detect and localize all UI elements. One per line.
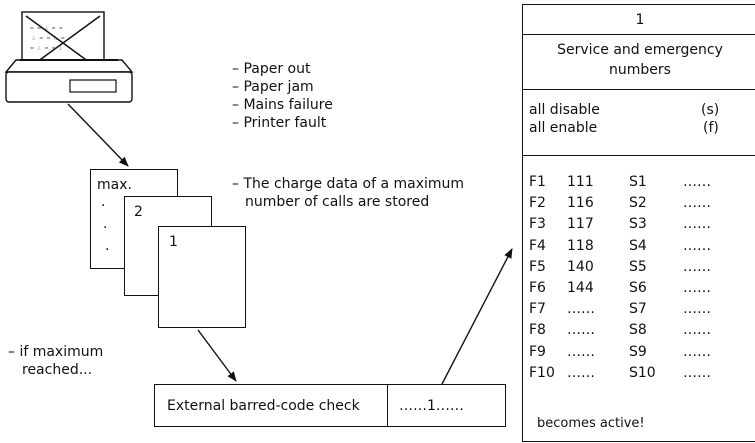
service-numbers-panel: 1 Service and emergency numbers all disa…: [522, 4, 755, 442]
f-number-value: 118: [567, 237, 594, 254]
status-item: – Printer fault: [232, 115, 327, 131]
panel-title-line2: numbers: [609, 62, 671, 78]
f-key-label: F3: [529, 216, 546, 233]
page-1-label: 1: [169, 234, 178, 250]
all-disable-key: (s): [701, 102, 720, 118]
f-key-label: F8: [529, 322, 546, 339]
page-dot: ·: [105, 242, 110, 258]
s-number-value: ……: [683, 258, 711, 275]
f-number-value: 111: [567, 174, 594, 190]
f-key-label: F6: [529, 280, 546, 296]
s-key-label: S1: [629, 174, 647, 190]
status-item: – Paper out: [232, 61, 311, 77]
all-enable-key: (f): [703, 120, 719, 136]
f-key-label: F2: [529, 195, 546, 212]
f-number-value: ……: [567, 343, 595, 360]
all-disable-label: all disable: [529, 102, 600, 118]
check-to-panel-arrow: [441, 248, 513, 385]
s-key-label: S6: [629, 280, 647, 296]
max-note: – if maximum reached...: [8, 343, 103, 379]
s-number-value: ……: [683, 322, 711, 339]
s-number-value: ……: [683, 301, 711, 318]
page-1: 1: [158, 226, 246, 328]
f-number-value: 116: [567, 195, 594, 212]
f-number-value: 144: [567, 280, 594, 296]
page-dot: ·: [103, 220, 108, 236]
f-key-label: F5: [529, 258, 546, 275]
pages-to-check-arrow: [197, 329, 237, 382]
barred-code-check-box: External barred-code check ……1……: [154, 384, 506, 427]
f-number-value: ……: [567, 322, 595, 339]
barred-code-check-value: ……1……: [399, 398, 464, 414]
svg-text:∴ ≈ ≈ ∴ ≈: ∴ ≈ ≈ ∴ ≈: [32, 35, 65, 42]
status-item: – Mains failure: [232, 97, 333, 113]
s-key-label: S8: [629, 322, 647, 339]
f-key-label: F9: [529, 343, 546, 360]
svg-text:≈ ∴ ≈ ≈ ∴: ≈ ∴ ≈ ≈ ∴: [30, 45, 63, 52]
charge-note: – The charge data of a maximum number of…: [232, 175, 464, 211]
f-key-label: F4: [529, 237, 546, 254]
status-item: – Paper jam: [232, 79, 314, 95]
s-number-value: ……: [683, 174, 711, 190]
panel-title-line1: Service and emergency: [557, 42, 723, 58]
s-key-label: S5: [629, 258, 647, 275]
page-dot: ·: [101, 198, 106, 214]
divider: [523, 155, 755, 156]
s-key-label: S4: [629, 237, 647, 254]
svg-text:≈ ≈ ∴ ≈ ≈: ≈ ≈ ∴ ≈ ≈: [30, 25, 63, 32]
f-key-label: F10: [529, 364, 555, 381]
barred-code-divider: [387, 385, 388, 426]
panel-number: 1: [635, 12, 645, 28]
s-key-label: S3: [629, 216, 647, 233]
charge-note-line: – The charge data of a maximum: [232, 176, 465, 192]
s-number-value: ……: [683, 195, 711, 212]
page-2-label: 2: [134, 204, 143, 220]
max-note-line: – if maximum: [8, 344, 104, 360]
charge-note-line: number of calls are stored: [245, 194, 430, 210]
s-number-value: ……: [683, 280, 711, 296]
footer-note: becomes active!: [537, 416, 645, 431]
s-key-label: S7: [629, 301, 647, 318]
f-key-label: F1: [529, 174, 546, 190]
f-number-value: ……: [567, 364, 595, 381]
s-number-value: ……: [683, 216, 711, 233]
status-list: – Paper out – Paper jam – Mains failure …: [232, 60, 333, 132]
s-number-value: ……: [683, 364, 711, 381]
f-number-value: 140: [567, 258, 594, 275]
s-number-value: ……: [683, 237, 711, 254]
barred-code-check-label: External barred-code check: [167, 398, 360, 414]
f-key-label: F7: [529, 301, 546, 318]
all-enable-label: all enable: [529, 120, 598, 136]
divider: [523, 34, 755, 35]
printer-icon: ≈ ≈ ∴ ≈ ≈ ∴ ≈ ≈ ∴ ≈ ≈ ∴ ≈ ≈ ∴: [4, 11, 134, 103]
s-key-label: S2: [629, 195, 647, 212]
divider: [523, 89, 755, 90]
s-number-value: ……: [683, 343, 711, 360]
s-key-label: S9: [629, 343, 647, 360]
max-note-line: reached...: [22, 362, 93, 378]
page-max-label: max.: [97, 177, 132, 193]
f-number-value: ……: [567, 301, 595, 318]
f-number-value: 117: [567, 216, 594, 233]
printer-to-pages-arrow: [67, 103, 129, 167]
s-key-label: S10: [629, 364, 656, 381]
